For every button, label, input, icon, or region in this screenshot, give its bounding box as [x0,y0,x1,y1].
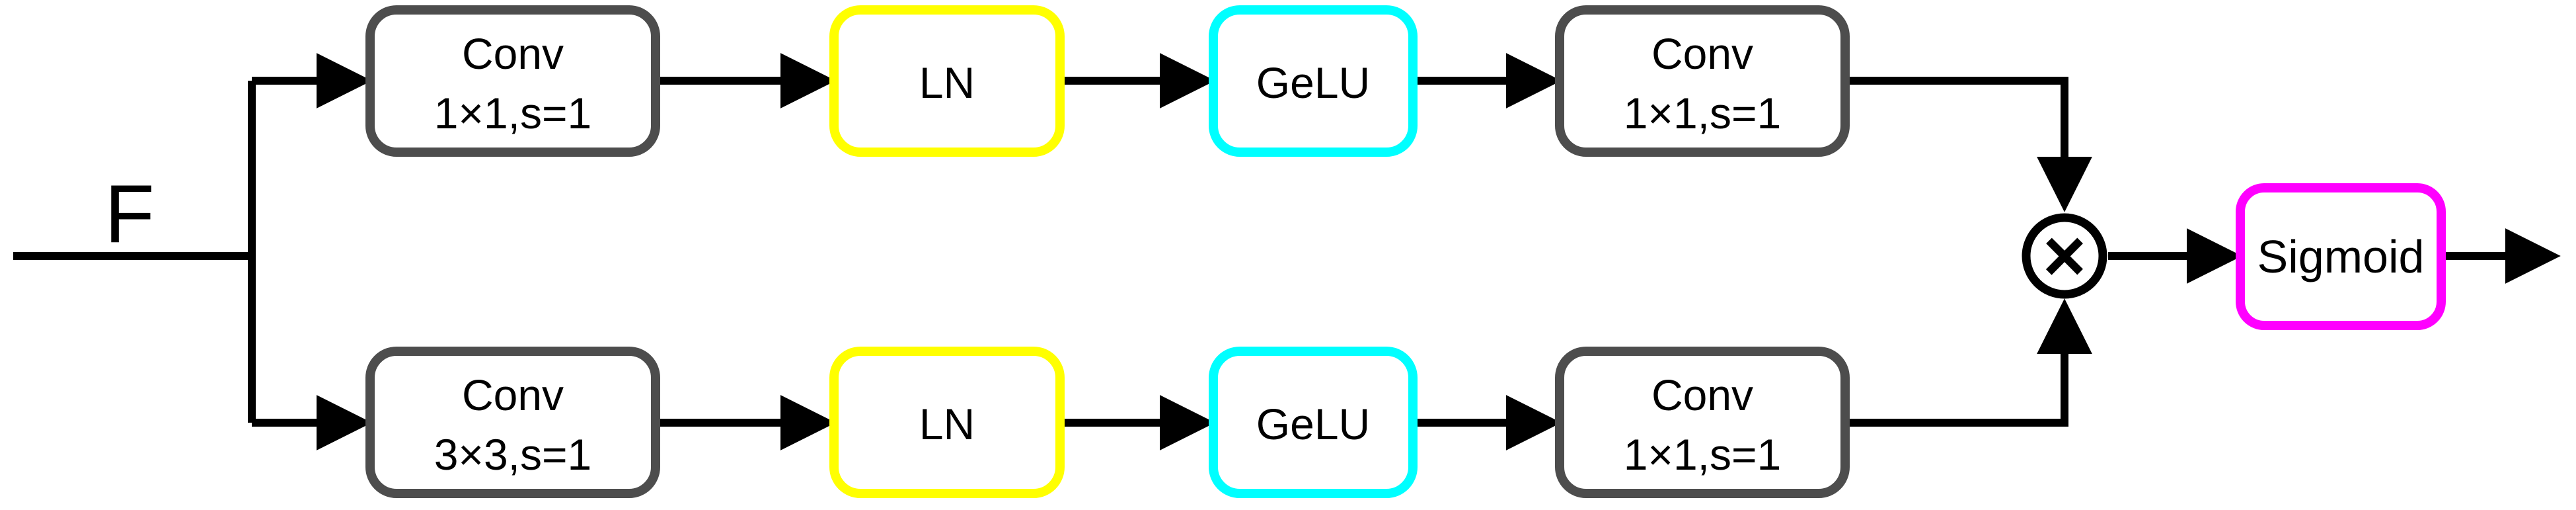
sigmoid-node: Sigmoid [2236,183,2446,330]
connector-lines [13,53,2561,450]
ln-top-box [829,5,1065,157]
multiply-node: × [2022,213,2107,299]
bottom-branch: Conv 3×3,s=1 LN GeLU Conv 1×1,s=1 [365,347,1850,498]
conv-1x1-bottom-out-label-line1: Conv [1651,370,1753,419]
arrow-conv-top-to-multiply [1845,77,2092,212]
conv-1x1-top-out-label-line2: 1×1,s=1 [1624,89,1782,138]
multiply-icon: × [2043,214,2086,297]
gelu-bottom-label: GeLU [1256,400,1370,448]
conv-1x1-bottom-out-box [1555,347,1850,498]
ln-top-label: LN [919,58,975,107]
ln-bottom-box [829,347,1065,498]
conv-1x1-top-out-label-line1: Conv [1651,29,1753,78]
input-feature-label: F [104,169,155,260]
conv-3x3-bottom-box [365,347,660,498]
top-branch: Conv 1×1,s=1 LN GeLU Conv 1×1,s=1 [365,5,1850,157]
sigmoid-label: Sigmoid [2257,231,2425,282]
conv-1x1-top-label-line2: 1×1,s=1 [434,89,592,138]
gelu-top-box [1209,5,1418,157]
conv-1x1-bottom-out-label-line2: 1×1,s=1 [1624,430,1782,479]
gelu-bottom-box [1209,347,1418,498]
conv-1x1-top-out-box [1555,5,1850,157]
multiply-circle [2022,213,2107,299]
conv-3x3-bottom-label-line1: Conv [462,370,564,419]
ln-bottom-label: LN [919,400,975,448]
conv-1x1-top-label-line1: Conv [462,29,564,78]
gelu-top-label: GeLU [1256,58,1370,107]
sigmoid-box [2236,183,2446,330]
conv-3x3-bottom-label-line2: 3×3,s=1 [434,430,592,479]
arrow-conv-bottom-to-multiply [1845,298,2092,427]
conv-1x1-top-box [365,5,660,157]
